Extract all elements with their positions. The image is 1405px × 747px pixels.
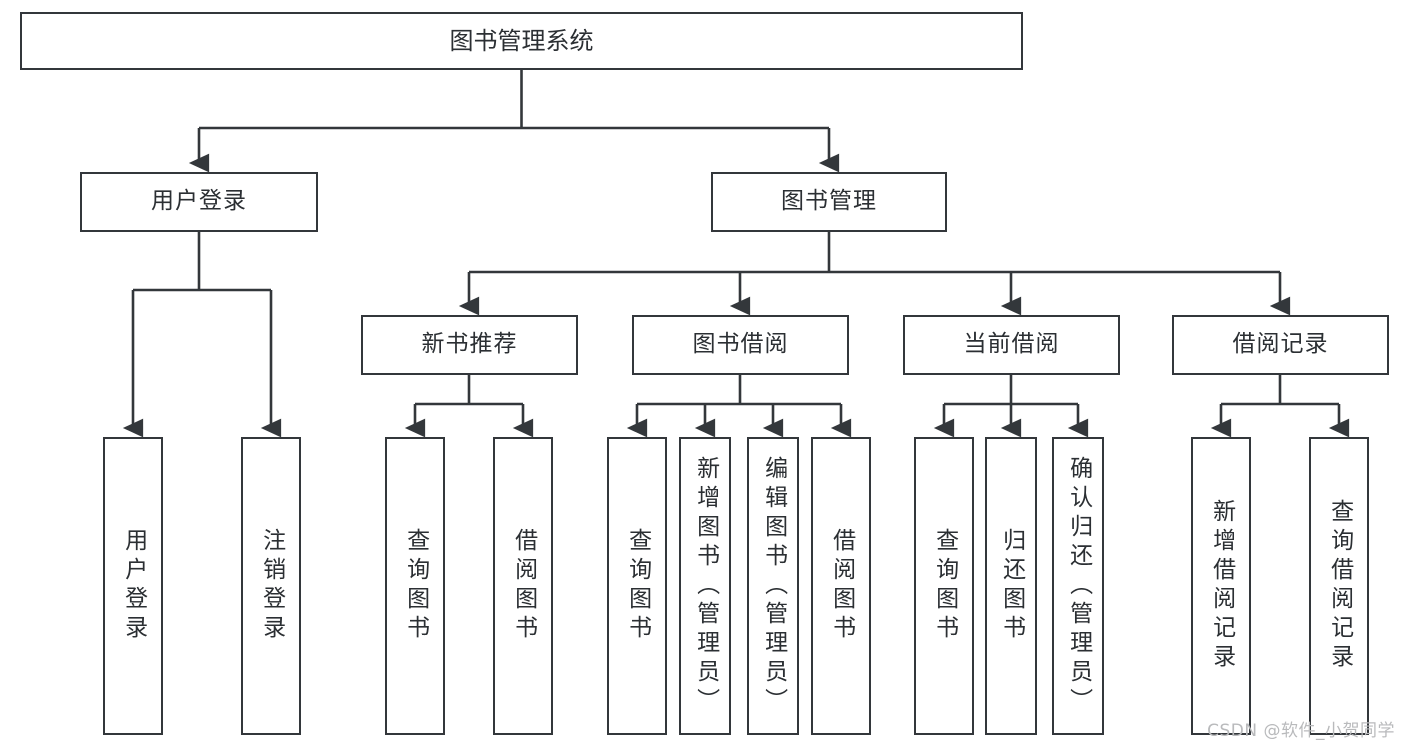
node-root-system[interactable]: 图书管理系统 [20,12,1023,70]
node-borrow-record[interactable]: 借阅记录 [1172,315,1389,375]
leaf-borrow-book-newbook[interactable]: 借阅图书 [493,437,553,735]
node-label: 图书借阅 [692,331,789,358]
node-label: 新书推荐 [421,331,518,358]
node-label: 用户登录 [120,528,147,644]
node-label: 借阅图书 [828,528,855,644]
node-label: 查询借阅记录 [1326,499,1353,673]
node-book-management[interactable]: 图书管理 [711,172,947,232]
node-current-borrow[interactable]: 当前借阅 [903,315,1120,375]
leaf-borrow-book[interactable]: 借阅图书 [811,437,871,735]
leaf-return-book[interactable]: 归还图书 [985,437,1037,735]
node-label: 查询图书 [402,528,429,644]
node-user-login[interactable]: 用户登录 [80,172,318,232]
node-label: 编辑图书（管理员） [760,455,787,717]
node-label: 注销登录 [258,528,285,644]
node-label: 查询图书 [931,528,958,644]
node-new-book-recommend[interactable]: 新书推荐 [361,315,578,375]
leaf-edit-book-admin[interactable]: 编辑图书（管理员） [747,437,799,735]
node-label: 图书管理系统 [449,26,594,55]
leaf-confirm-return-admin[interactable]: 确认归还（管理员） [1052,437,1104,735]
leaf-query-book-current[interactable]: 查询图书 [914,437,974,735]
leaf-logout[interactable]: 注销登录 [241,437,301,735]
node-label: 新增借阅记录 [1208,499,1235,673]
leaf-query-book-newbook[interactable]: 查询图书 [385,437,445,735]
node-label: 借阅图书 [510,528,537,644]
watermark-text: CSDN @软件_小贺同学 [1207,721,1395,741]
leaf-query-book-borrow[interactable]: 查询图书 [607,437,667,735]
node-label: 借阅记录 [1232,331,1329,358]
node-label: 查询图书 [624,528,651,644]
node-label: 归还图书 [998,528,1025,644]
leaf-user-login[interactable]: 用户登录 [103,437,163,735]
node-label: 图书管理 [781,188,877,215]
leaf-add-borrow-record[interactable]: 新增借阅记录 [1191,437,1251,735]
node-label: 确认归还（管理员） [1065,455,1092,717]
node-label: 用户登录 [151,188,247,215]
node-label: 当前借阅 [963,331,1060,358]
node-label: 新增图书（管理员） [692,455,719,717]
leaf-add-book-admin[interactable]: 新增图书（管理员） [679,437,731,735]
node-book-borrow[interactable]: 图书借阅 [632,315,849,375]
leaf-query-borrow-record[interactable]: 查询借阅记录 [1309,437,1369,735]
